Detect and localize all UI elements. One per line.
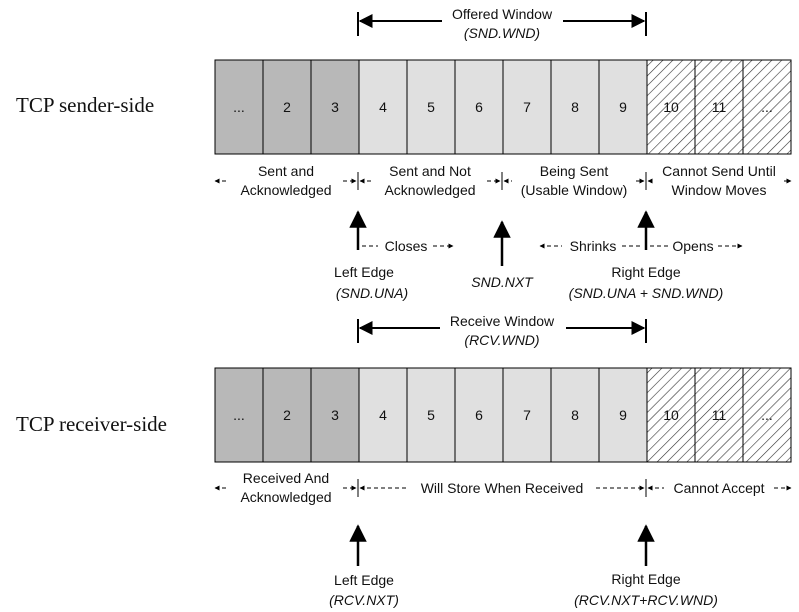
shrinks-label: Shrinks <box>570 238 617 254</box>
sender-cell-6 <box>454 59 504 155</box>
receiver-right-edge-var: (RCV.NXT+RCV.WND) <box>574 592 718 608</box>
receiver-cell-label-2: 2 <box>283 407 291 423</box>
sender-section: Offered Window (SND.WND) TCP sender-side… <box>16 6 792 301</box>
receiver-cell-label-6: 6 <box>475 407 483 423</box>
receiver-cell-label-8: 8 <box>571 407 579 423</box>
receiver-cell-label-7: 7 <box>523 407 531 423</box>
receive-window-var: (RCV.WND) <box>464 332 539 348</box>
receiver-cell-label-11: 11 <box>712 407 727 423</box>
receiver-side-label: TCP receiver-side <box>16 412 167 436</box>
sender-region-sent-unacked-line2: Acknowledged <box>384 182 475 198</box>
receiver-section: Receive Window (RCV.WND) TCP receiver-si… <box>16 313 792 608</box>
receiver-left-edge-var: (RCV.NXT) <box>329 592 399 608</box>
receiver-cell-label-10: 10 <box>663 407 679 423</box>
sender-cell-10 <box>646 59 696 155</box>
sender-cell-12 <box>742 59 792 155</box>
sender-cell-label-3: 3 <box>331 99 339 115</box>
sender-cell-row: ... 2 3 4 5 6 7 8 9 10 11... <box>214 59 792 155</box>
receiver-cell-label-1: ... <box>233 407 245 423</box>
sender-region-usable-line2: (Usable Window) <box>521 182 628 198</box>
sender-cell-label-10: 10 <box>663 99 679 115</box>
sender-cell-9 <box>598 59 648 155</box>
sender-cell-label-12: ... <box>761 99 773 115</box>
offered-window-var: (SND.WND) <box>464 25 540 41</box>
sender-cell-1 <box>214 59 264 155</box>
sender-cell-4 <box>358 59 408 155</box>
sender-side-label: TCP sender-side <box>16 93 154 117</box>
sender-cell-label-4: 4 <box>379 99 387 115</box>
sender-cell-label-5: 5 <box>427 99 435 115</box>
receiver-cell-12 <box>742 367 792 463</box>
opens-label: Opens <box>672 238 713 254</box>
sender-region-sent-acked-line2: Acknowledged <box>240 182 331 198</box>
sender-cell-label-9: 9 <box>619 99 627 115</box>
receiver-cell-8 <box>550 367 600 463</box>
receiver-region-recv-acked-line1: Received And <box>243 470 329 486</box>
receiver-cell-row: ... 2 3 4 5 6 7 8 9 10 11... <box>214 367 792 463</box>
sender-region-sent-acked-line1: Sent and <box>258 163 314 179</box>
receiver-region-recv-acked-line2: Acknowledged <box>240 489 331 505</box>
sender-cell-label-8: 8 <box>571 99 579 115</box>
receiver-cell-label-9: 9 <box>619 407 627 423</box>
offered-window-label: Offered Window <box>452 6 553 22</box>
sender-right-edge-label: Right Edge <box>611 264 680 280</box>
receiver-cell-4 <box>358 367 408 463</box>
receiver-cell-9 <box>598 367 648 463</box>
sender-cell-2 <box>262 59 312 155</box>
sender-cell-label-6: 6 <box>475 99 483 115</box>
receiver-cell-3 <box>310 367 360 463</box>
receiver-cell-2 <box>262 367 312 463</box>
receiver-cell-5 <box>406 367 456 463</box>
receiver-region-cannot-accept: Cannot Accept <box>673 480 764 496</box>
sender-cell-label-7: 7 <box>523 99 531 115</box>
sender-cell-label-11: 11 <box>712 99 727 115</box>
receiver-cell-6 <box>454 367 504 463</box>
sender-cell-11 <box>694 59 744 155</box>
receiver-cell-label-4: 4 <box>379 407 387 423</box>
receiver-right-edge-label: Right Edge <box>611 571 680 587</box>
receiver-cell-label-3: 3 <box>331 407 339 423</box>
sender-left-edge-label: Left Edge <box>334 264 394 280</box>
sender-right-edge-var: (SND.UNA + SND.WND) <box>569 285 724 301</box>
sender-left-edge-var: (SND.UNA) <box>336 285 408 301</box>
receiver-cell-label-12: ... <box>761 407 773 423</box>
receiver-cell-1 <box>214 367 264 463</box>
sender-region-cannot-send-line2: Window Moves <box>672 182 767 198</box>
receiver-cell-10 <box>646 367 696 463</box>
sender-region-usable-line1: Being Sent <box>540 163 609 179</box>
sender-cell-label-2: 2 <box>283 99 291 115</box>
sender-region-cannot-send-line1: Cannot Send Until <box>662 163 776 179</box>
sender-region-sent-unacked-line1: Sent and Not <box>389 163 471 179</box>
receive-window-label: Receive Window <box>450 313 555 329</box>
receiver-cell-7 <box>502 367 552 463</box>
sender-cell-label-1: ... <box>233 99 245 115</box>
receiver-cell-label-5: 5 <box>427 407 435 423</box>
receiver-left-edge-label: Left Edge <box>334 572 394 588</box>
sender-cell-3 <box>310 59 360 155</box>
receiver-region-will-store: Will Store When Received <box>421 480 584 496</box>
closes-label: Closes <box>385 238 428 254</box>
sender-cell-5 <box>406 59 456 155</box>
snd-nxt-label: SND.NXT <box>471 274 534 290</box>
receiver-cell-11 <box>694 367 744 463</box>
